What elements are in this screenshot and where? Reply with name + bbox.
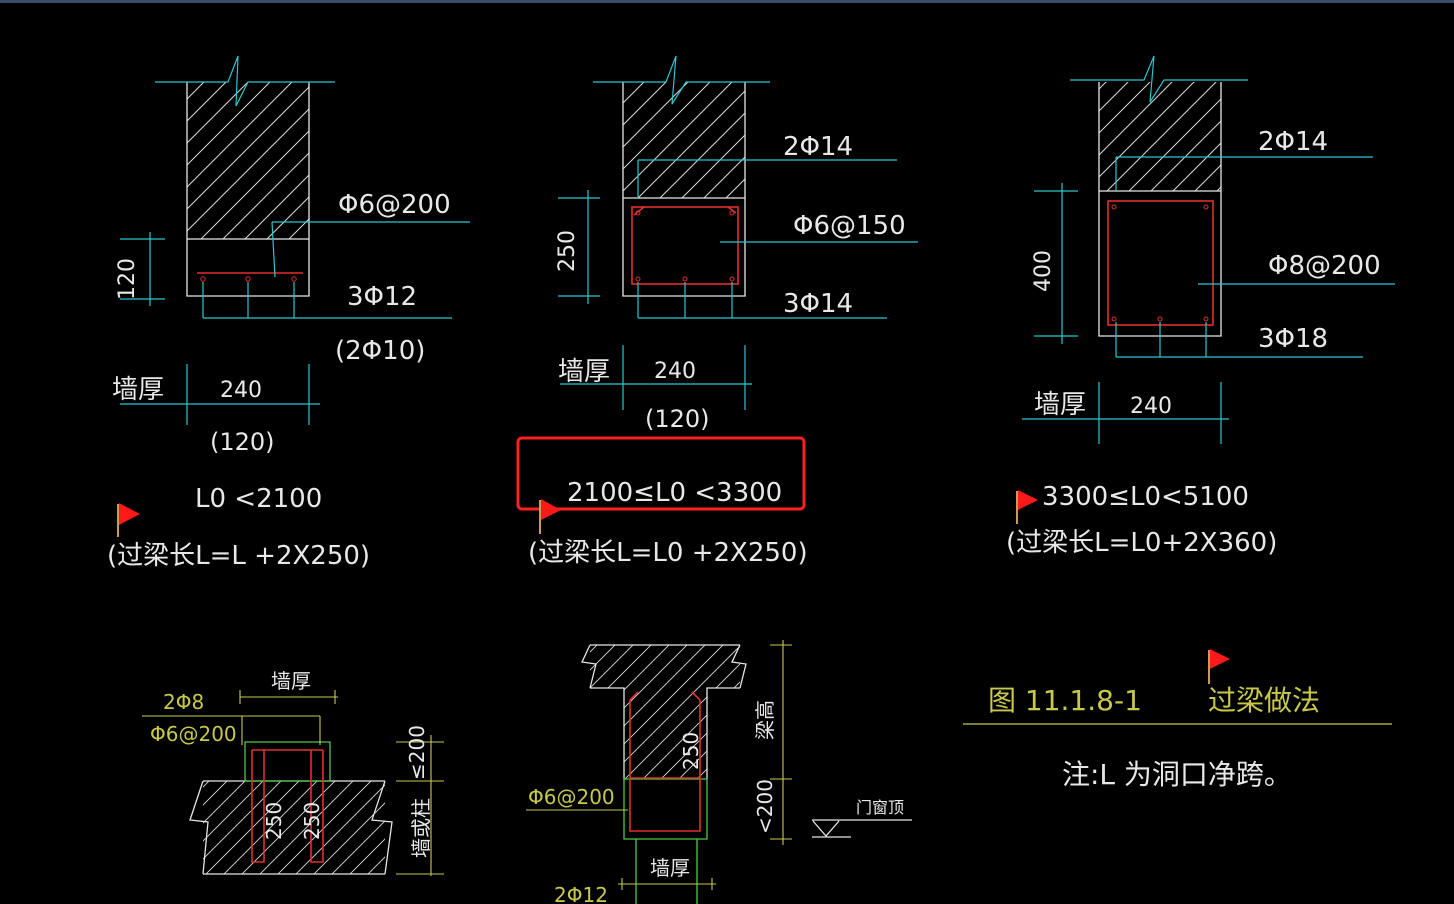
d4-column-label: 墙或柱 bbox=[409, 798, 433, 858]
d4-dim-a-label: 250 bbox=[262, 802, 286, 840]
d1-formula-label: (过梁长L=L +2X250) bbox=[107, 541, 370, 571]
d4-stirrup-label: Φ6@200 bbox=[150, 722, 237, 746]
d2-range-label: 2100≤L0 <3300 bbox=[567, 478, 782, 508]
flag-icon bbox=[1016, 490, 1038, 524]
d3-width-label: 240 bbox=[1130, 394, 1172, 419]
wall-hatch bbox=[203, 781, 385, 874]
detail-1: Φ6@200 3Φ12 (2Φ10) 120 墙厚 240 (120) L0 <… bbox=[107, 55, 470, 571]
figure-number: 图 11.1.8-1 bbox=[988, 684, 1142, 717]
detail-4: 墙厚 2Φ8 Φ6@200 250 250 ≤200 墙或柱 bbox=[142, 669, 444, 876]
wall-hatch bbox=[187, 82, 309, 239]
highlight-box[interactable] bbox=[516, 436, 806, 511]
d3-bars-label: 3Φ18 bbox=[1258, 324, 1328, 354]
d1-bars-label: 3Φ12 bbox=[347, 282, 417, 312]
d3-stirrup-label: Φ8@200 bbox=[1268, 251, 1381, 281]
d3-height-label: 400 bbox=[1031, 250, 1056, 292]
d2-height-label: 250 bbox=[555, 230, 580, 272]
detail-3: 2Φ14 Φ8@200 3Φ18 400 墙厚 240 3300≤L0<5100… bbox=[1006, 55, 1395, 558]
figure-note: 注:L 为洞口净跨。 bbox=[1062, 758, 1292, 791]
d1-width-alt-label: (120) bbox=[210, 428, 275, 456]
d1-height-label: 120 bbox=[115, 258, 140, 300]
d2-top-bars-label: 2Φ14 bbox=[783, 132, 853, 162]
d3-formula-label: (过梁长L=L0+2X360) bbox=[1006, 528, 1277, 558]
d2-bars-label: 3Φ14 bbox=[783, 289, 853, 319]
detail-2: 2Φ14 Φ6@150 3Φ14 250 墙厚 240 (120) 2100≤L… bbox=[516, 55, 918, 568]
d2-formula-label: (过梁长L=L0 +2X250) bbox=[528, 538, 808, 568]
d2-wall-label: 墙厚 bbox=[558, 357, 610, 387]
d4-wall-label: 墙厚 bbox=[271, 669, 311, 693]
d3-wall-label: 墙厚 bbox=[1034, 390, 1086, 420]
d5-dim-a-label: 250 bbox=[679, 732, 703, 770]
wall-hatch bbox=[623, 82, 745, 198]
d3-range-label: 3300≤L0<5100 bbox=[1042, 482, 1249, 512]
d4-dim-b-label: 250 bbox=[300, 802, 324, 840]
d5-opening-top-label: 门窗顶 bbox=[856, 798, 904, 817]
caption-block: 图 11.1.8-1 过梁做法 注:L 为洞口净跨。 bbox=[963, 649, 1392, 791]
d4-height-label: ≤200 bbox=[405, 725, 429, 780]
d1-stirrup-label: Φ6@200 bbox=[338, 190, 451, 220]
window-top-edge bbox=[0, 0, 1454, 3]
beam-hatch bbox=[624, 688, 707, 779]
d1-range-label: L0 <2100 bbox=[195, 484, 322, 514]
d5-wall-label: 墙厚 bbox=[650, 856, 690, 880]
d5-bottom-bars-label: 2Φ12 bbox=[554, 883, 608, 904]
d3-top-bars-label: 2Φ14 bbox=[1258, 127, 1328, 157]
d2-width-label: 240 bbox=[654, 359, 696, 384]
d5-height-label: <200 bbox=[753, 779, 777, 834]
detail-5: 250 梁高 Φ6@200 <200 门窗顶 墙厚 2Φ12 bbox=[526, 640, 912, 904]
d1-bars-alt-label: (2Φ10) bbox=[335, 336, 425, 366]
d1-width-label: 240 bbox=[220, 378, 262, 403]
figure-title: 过梁做法 bbox=[1208, 684, 1320, 717]
flag-icon bbox=[117, 503, 140, 537]
flag-icon bbox=[539, 499, 561, 534]
d2-width-alt-label: (120) bbox=[645, 405, 710, 433]
d5-beam-height-label: 梁高 bbox=[753, 700, 777, 740]
d4-top-bars-label: 2Φ8 bbox=[163, 690, 204, 714]
d1-wall-label: 墙厚 bbox=[112, 375, 164, 405]
slab-hatch bbox=[590, 645, 740, 688]
d5-stirrup-label: Φ6@200 bbox=[528, 785, 615, 809]
d2-stirrup-label: Φ6@150 bbox=[793, 211, 906, 241]
flag-icon bbox=[1208, 649, 1230, 684]
wall-hatch bbox=[1099, 82, 1221, 191]
